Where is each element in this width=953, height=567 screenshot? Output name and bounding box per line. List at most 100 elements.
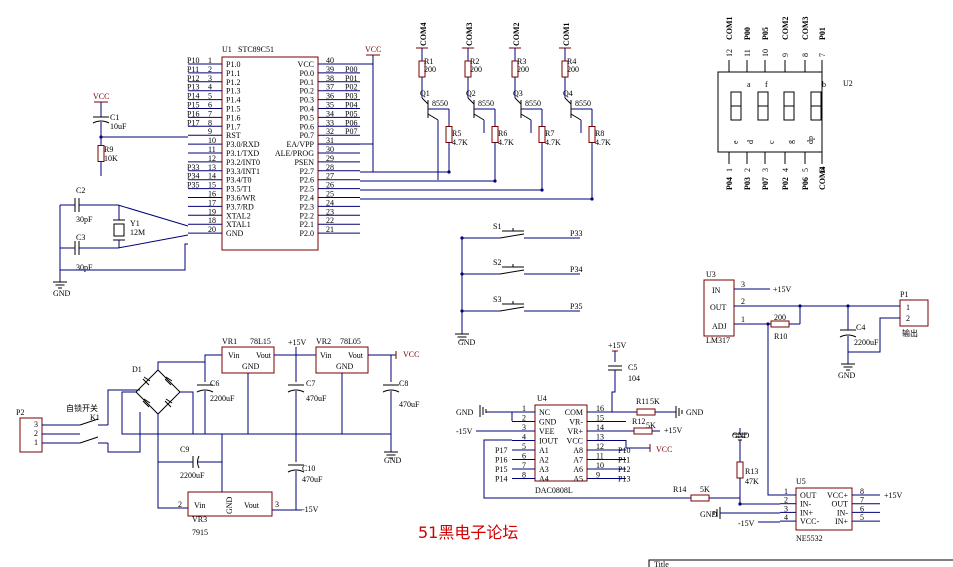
p2-connector <box>19 417 43 453</box>
transistor-collector <box>570 113 582 121</box>
pin-name: A4 <box>539 475 549 484</box>
pin-num: 8 <box>860 487 864 496</box>
digit-segments <box>783 91 795 121</box>
mcu-pin-num: 25 <box>326 190 334 199</box>
mcu-pin-name: P0.4 <box>300 105 314 114</box>
r11-value: 5K <box>650 397 660 406</box>
pin-name: A6 <box>573 465 583 474</box>
mcu-net-label: P10 <box>187 56 199 65</box>
watermark-text: 51黑电子论坛 <box>418 523 518 542</box>
com-net-label: COM4 <box>419 22 428 46</box>
pin-name: Vout <box>348 351 364 360</box>
mcu-pin-name: P2.6 <box>300 176 314 185</box>
r-value: 200 <box>424 65 436 74</box>
mcu-pin-name: P0.5 <box>300 113 314 122</box>
p2-ref: P2 <box>16 408 24 417</box>
c3-value: 30pF <box>76 263 93 272</box>
pin-name: OUT <box>832 500 849 509</box>
mcu-net-label: P14 <box>187 92 199 101</box>
pin-name: IN- <box>837 508 848 517</box>
mcu-pin-num: 3 <box>208 74 212 83</box>
junction-dot <box>447 170 451 174</box>
c8-ref: C8 <box>399 379 408 388</box>
r-ref: R3 <box>517 57 526 66</box>
title-block-frame <box>648 559 953 567</box>
k1-ref: K1 <box>90 413 100 422</box>
opamp-body <box>795 487 853 531</box>
wire <box>107 389 140 425</box>
display-net-label: P03 <box>743 177 752 190</box>
wire <box>848 317 900 353</box>
mcu-pin-num: 9 <box>208 127 212 136</box>
pin-name: A7 <box>573 456 583 465</box>
digit-segments <box>810 91 822 121</box>
vcc-label: VCC <box>93 92 109 101</box>
mcu-pin-name: P1.2 <box>226 78 240 87</box>
mcu-pin-num: 27 <box>326 172 334 181</box>
c7-value: 470uF <box>306 394 327 403</box>
mcu-pin-name: P0.3 <box>300 96 314 105</box>
mcu-ref: U1 <box>222 45 232 54</box>
mcu-net-label: P17 <box>187 118 199 127</box>
pin-name: IN <box>712 286 721 295</box>
mcu-pin-name: P0.1 <box>300 78 314 87</box>
mcu-pin-name: P2.4 <box>300 194 314 203</box>
display-net-label: COM2 <box>781 16 790 40</box>
lm317-part: LM317 <box>706 336 730 345</box>
q-ref: Q1 <box>420 89 430 98</box>
mcu-pin-num: 14 <box>208 172 216 181</box>
display-ref: U2 <box>843 79 853 88</box>
mcu-pin-num: 22 <box>326 216 334 225</box>
mcu-net-label: P11 <box>187 65 199 74</box>
c6-ref: C6 <box>210 379 219 388</box>
transistor-collector <box>520 113 532 121</box>
mcu-net-label: P05 <box>345 109 357 118</box>
pin-num: 6 <box>860 504 864 513</box>
mcu-net-label: P06 <box>345 118 357 127</box>
wire <box>360 160 593 200</box>
c3-ref: C3 <box>76 233 85 242</box>
pin-num: 12 <box>596 442 604 451</box>
mcu-pin-name: P3.4/T0 <box>226 176 252 185</box>
mcu-pin-name: PSEN <box>294 158 314 167</box>
vr3-body <box>187 491 273 517</box>
mcu-pin-name: EA/VPP <box>286 140 314 149</box>
mcu-pin-name: P2.5 <box>300 185 314 194</box>
com-net-label: COM3 <box>465 22 474 46</box>
pin-num: 11 <box>596 452 604 461</box>
pin-num: 14 <box>596 423 604 432</box>
pin-num: 1 <box>784 487 788 496</box>
rb-ref: R5 <box>452 129 461 138</box>
mcu-pin-name: P3.6/WR <box>226 194 256 203</box>
net-label: P15 <box>495 465 507 474</box>
mcu-net-label: P12 <box>187 74 199 83</box>
pin-name: IN+ <box>835 517 848 526</box>
net-label: +15V <box>884 491 903 500</box>
r9-ref: R9 <box>104 145 113 154</box>
mcu-pin-num: 10 <box>208 136 216 145</box>
mcu-net-label: P15 <box>187 101 199 110</box>
pin-num: 3 <box>522 423 526 432</box>
transistor-collector <box>427 113 439 121</box>
gnd-label: GND <box>456 408 474 417</box>
pin-name: A1 <box>539 446 549 455</box>
q-value: 8550 <box>478 99 494 108</box>
pin-num: 1 <box>741 315 745 324</box>
r12-value: 5K <box>646 421 656 430</box>
c4-value: 2200uF <box>854 338 879 347</box>
pin-num: 13 <box>596 433 604 442</box>
vr1-ref: VR1 <box>222 337 237 346</box>
r-ref: R4 <box>567 57 576 66</box>
wire <box>625 440 650 449</box>
pin-name: A2 <box>539 456 549 465</box>
mcu-pin-name: P1.0 <box>226 60 240 69</box>
pin-name: Vout <box>256 351 272 360</box>
p1-connector <box>899 299 929 327</box>
pin-num: 1 <box>522 404 526 413</box>
display-pin-num: 4 <box>781 168 790 172</box>
net-label: +15V <box>773 285 792 294</box>
r14-ref: R14 <box>673 485 686 494</box>
switch-contact <box>79 436 99 444</box>
r11-ref: R11 <box>636 397 649 406</box>
c2-ref: C2 <box>76 186 85 195</box>
